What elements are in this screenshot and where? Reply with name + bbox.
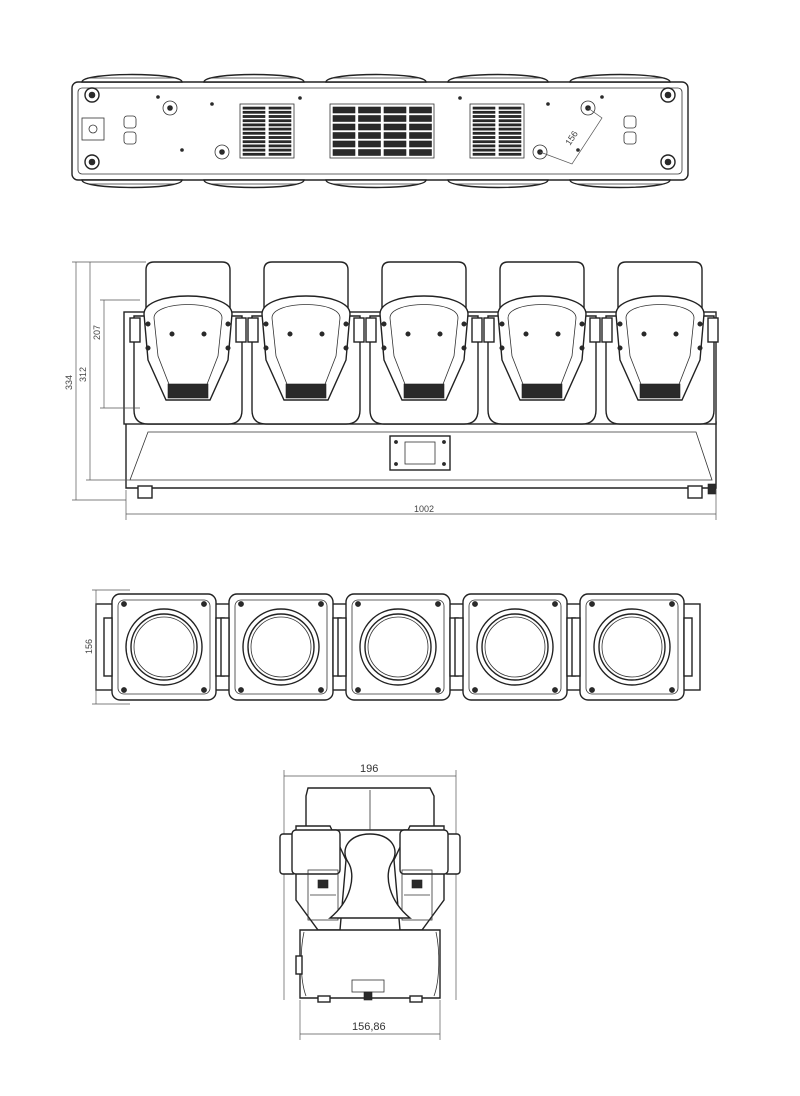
lens-view: 156: [84, 589, 701, 705]
side-view: 196 156,86: [279, 763, 461, 1040]
top-view: 156: [71, 73, 689, 189]
dim-front-head-height: 207: [92, 325, 102, 340]
front-view: 334 312 207 1002: [64, 261, 719, 520]
dim-front-width: 1002: [414, 504, 434, 514]
dim-side-top-width: 196: [360, 763, 378, 775]
dim-front-total-height: 334: [64, 375, 74, 390]
dim-lens-depth: 156: [84, 639, 94, 654]
dim-front-mid-height: 312: [78, 367, 88, 382]
dim-side-base-width: 156,86: [352, 1021, 386, 1033]
